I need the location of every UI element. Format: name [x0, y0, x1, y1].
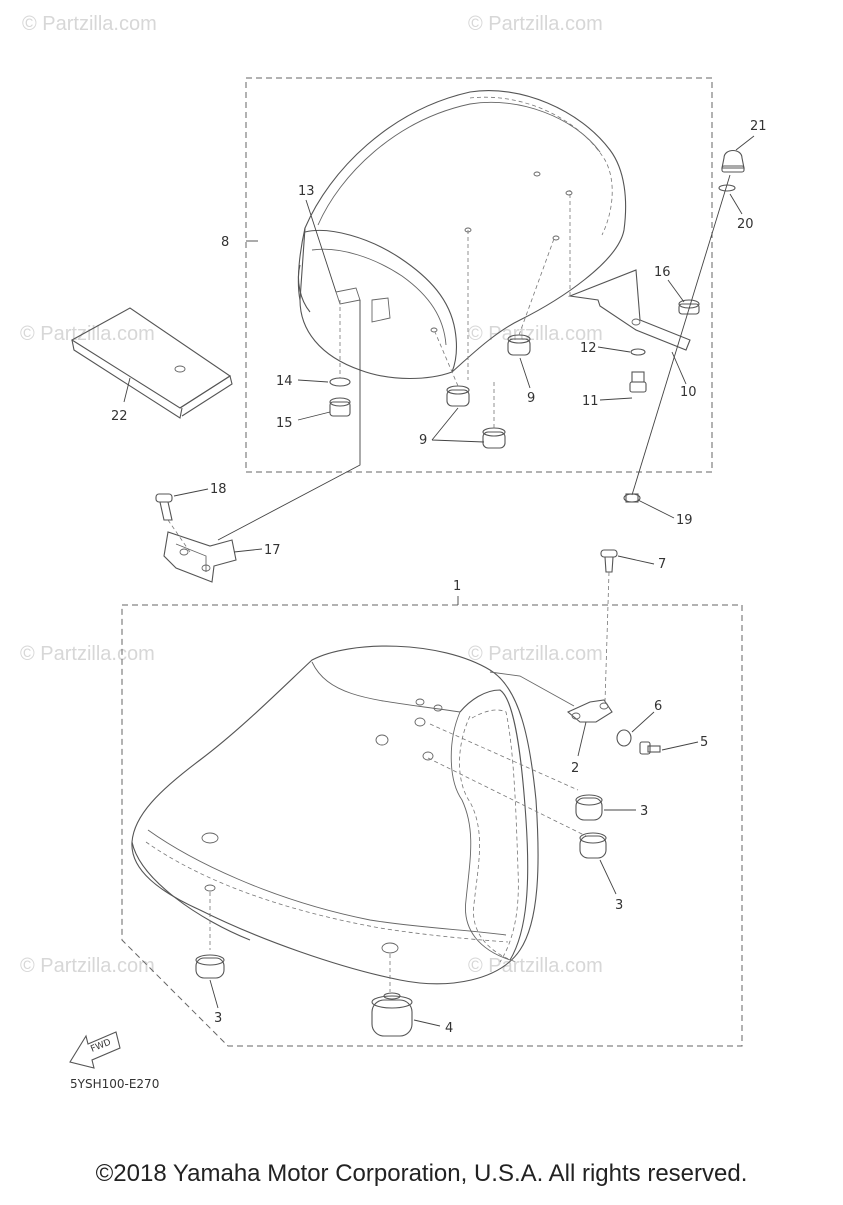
- callout-21: 21: [750, 119, 767, 134]
- watermark-text: © Partzilla.com: [468, 955, 603, 977]
- callout-3: 3: [640, 804, 648, 819]
- diagram-code: 5YSH100-E270: [70, 1077, 159, 1091]
- rod-19-end: [625, 493, 639, 503]
- callout-11: 11: [582, 394, 599, 409]
- cover-plate-22[interactable]: [70, 307, 233, 419]
- callout-5: 5: [700, 735, 708, 750]
- callout-1: 1: [453, 579, 461, 594]
- damper-3-a[interactable]: [575, 794, 603, 821]
- callout-9: 9: [419, 433, 427, 448]
- bolt-11[interactable]: [629, 371, 647, 393]
- grommet-16[interactable]: [678, 299, 700, 315]
- callout-9: 9: [527, 391, 535, 406]
- callout-12: 12: [580, 341, 597, 356]
- callout-22: 22: [111, 409, 128, 424]
- assembly-box-8: [245, 77, 713, 473]
- callout-14: 14: [276, 374, 293, 389]
- leader-lines: [123, 135, 755, 1027]
- watermarks: © Partzilla.com © Partzilla.com © Partzi…: [20, 13, 603, 977]
- bracket-2[interactable]: [566, 699, 613, 723]
- callout-16: 16: [654, 265, 671, 280]
- damper-3-c[interactable]: [195, 954, 225, 979]
- callout-13: 13: [298, 184, 315, 199]
- callout-20: 20: [737, 217, 754, 232]
- watermark-text: © Partzilla.com: [468, 323, 603, 345]
- damper-9-right[interactable]: [507, 235, 556, 356]
- callout-4: 4: [445, 1021, 453, 1036]
- callout-17: 17: [264, 543, 281, 558]
- assembly-line: [217, 300, 361, 541]
- nut-15[interactable]: [329, 397, 351, 417]
- callout-19: 19: [676, 513, 693, 528]
- cap-nut-21[interactable]: [721, 149, 745, 173]
- assembly-line: [429, 723, 579, 791]
- washer-6[interactable]: [616, 729, 632, 747]
- bolt-18[interactable]: [155, 493, 173, 521]
- watermark-text: © Partzilla.com: [468, 13, 603, 35]
- rider-seat[interactable]: [131, 645, 539, 985]
- washer-14[interactable]: [329, 377, 351, 387]
- assembly-line: [427, 757, 587, 837]
- watermark-text: © Partzilla.com: [20, 323, 155, 345]
- washer-12[interactable]: [630, 348, 646, 356]
- callout-8: 8: [221, 235, 229, 250]
- forward-arrow-icon: FWD: [69, 1031, 121, 1069]
- watermark-text: © Partzilla.com: [20, 643, 155, 665]
- watermark-text: © Partzilla.com: [22, 13, 157, 35]
- callout-10: 10: [680, 385, 697, 400]
- damper-9-left-a[interactable]: [434, 331, 470, 407]
- bolt-7[interactable]: [600, 549, 618, 573]
- damper-3-b[interactable]: [579, 832, 607, 859]
- bolt-5[interactable]: [639, 741, 661, 755]
- bracket-17[interactable]: [163, 531, 237, 583]
- callout-15: 15: [276, 416, 293, 431]
- watermark-text: © Partzilla.com: [468, 643, 603, 665]
- callout-labels: 1 2 3 3 3 4 5 6 7 8 9 9 10 11 12 13 14 1…: [111, 119, 767, 1036]
- copyright-notice: ©2018 Yamaha Motor Corporation, U.S.A. A…: [95, 1160, 748, 1187]
- assembly-line: [489, 671, 575, 707]
- callout-18: 18: [210, 482, 227, 497]
- passenger-seat[interactable]: [297, 90, 627, 380]
- callout-3: 3: [214, 1011, 222, 1026]
- watermark-text: © Partzilla.com: [20, 955, 155, 977]
- callout-7: 7: [658, 557, 666, 572]
- damper-9-left-b[interactable]: [467, 230, 506, 449]
- damper-4[interactable]: [371, 992, 413, 1037]
- assembly-box-1: [121, 604, 743, 1047]
- callout-6: 6: [654, 699, 662, 714]
- callout-3: 3: [615, 898, 623, 913]
- rod-19[interactable]: [631, 174, 731, 496]
- seat-bracket-10[interactable]: [567, 269, 691, 351]
- assembly-line: [604, 571, 610, 703]
- callout-2: 2: [571, 761, 579, 776]
